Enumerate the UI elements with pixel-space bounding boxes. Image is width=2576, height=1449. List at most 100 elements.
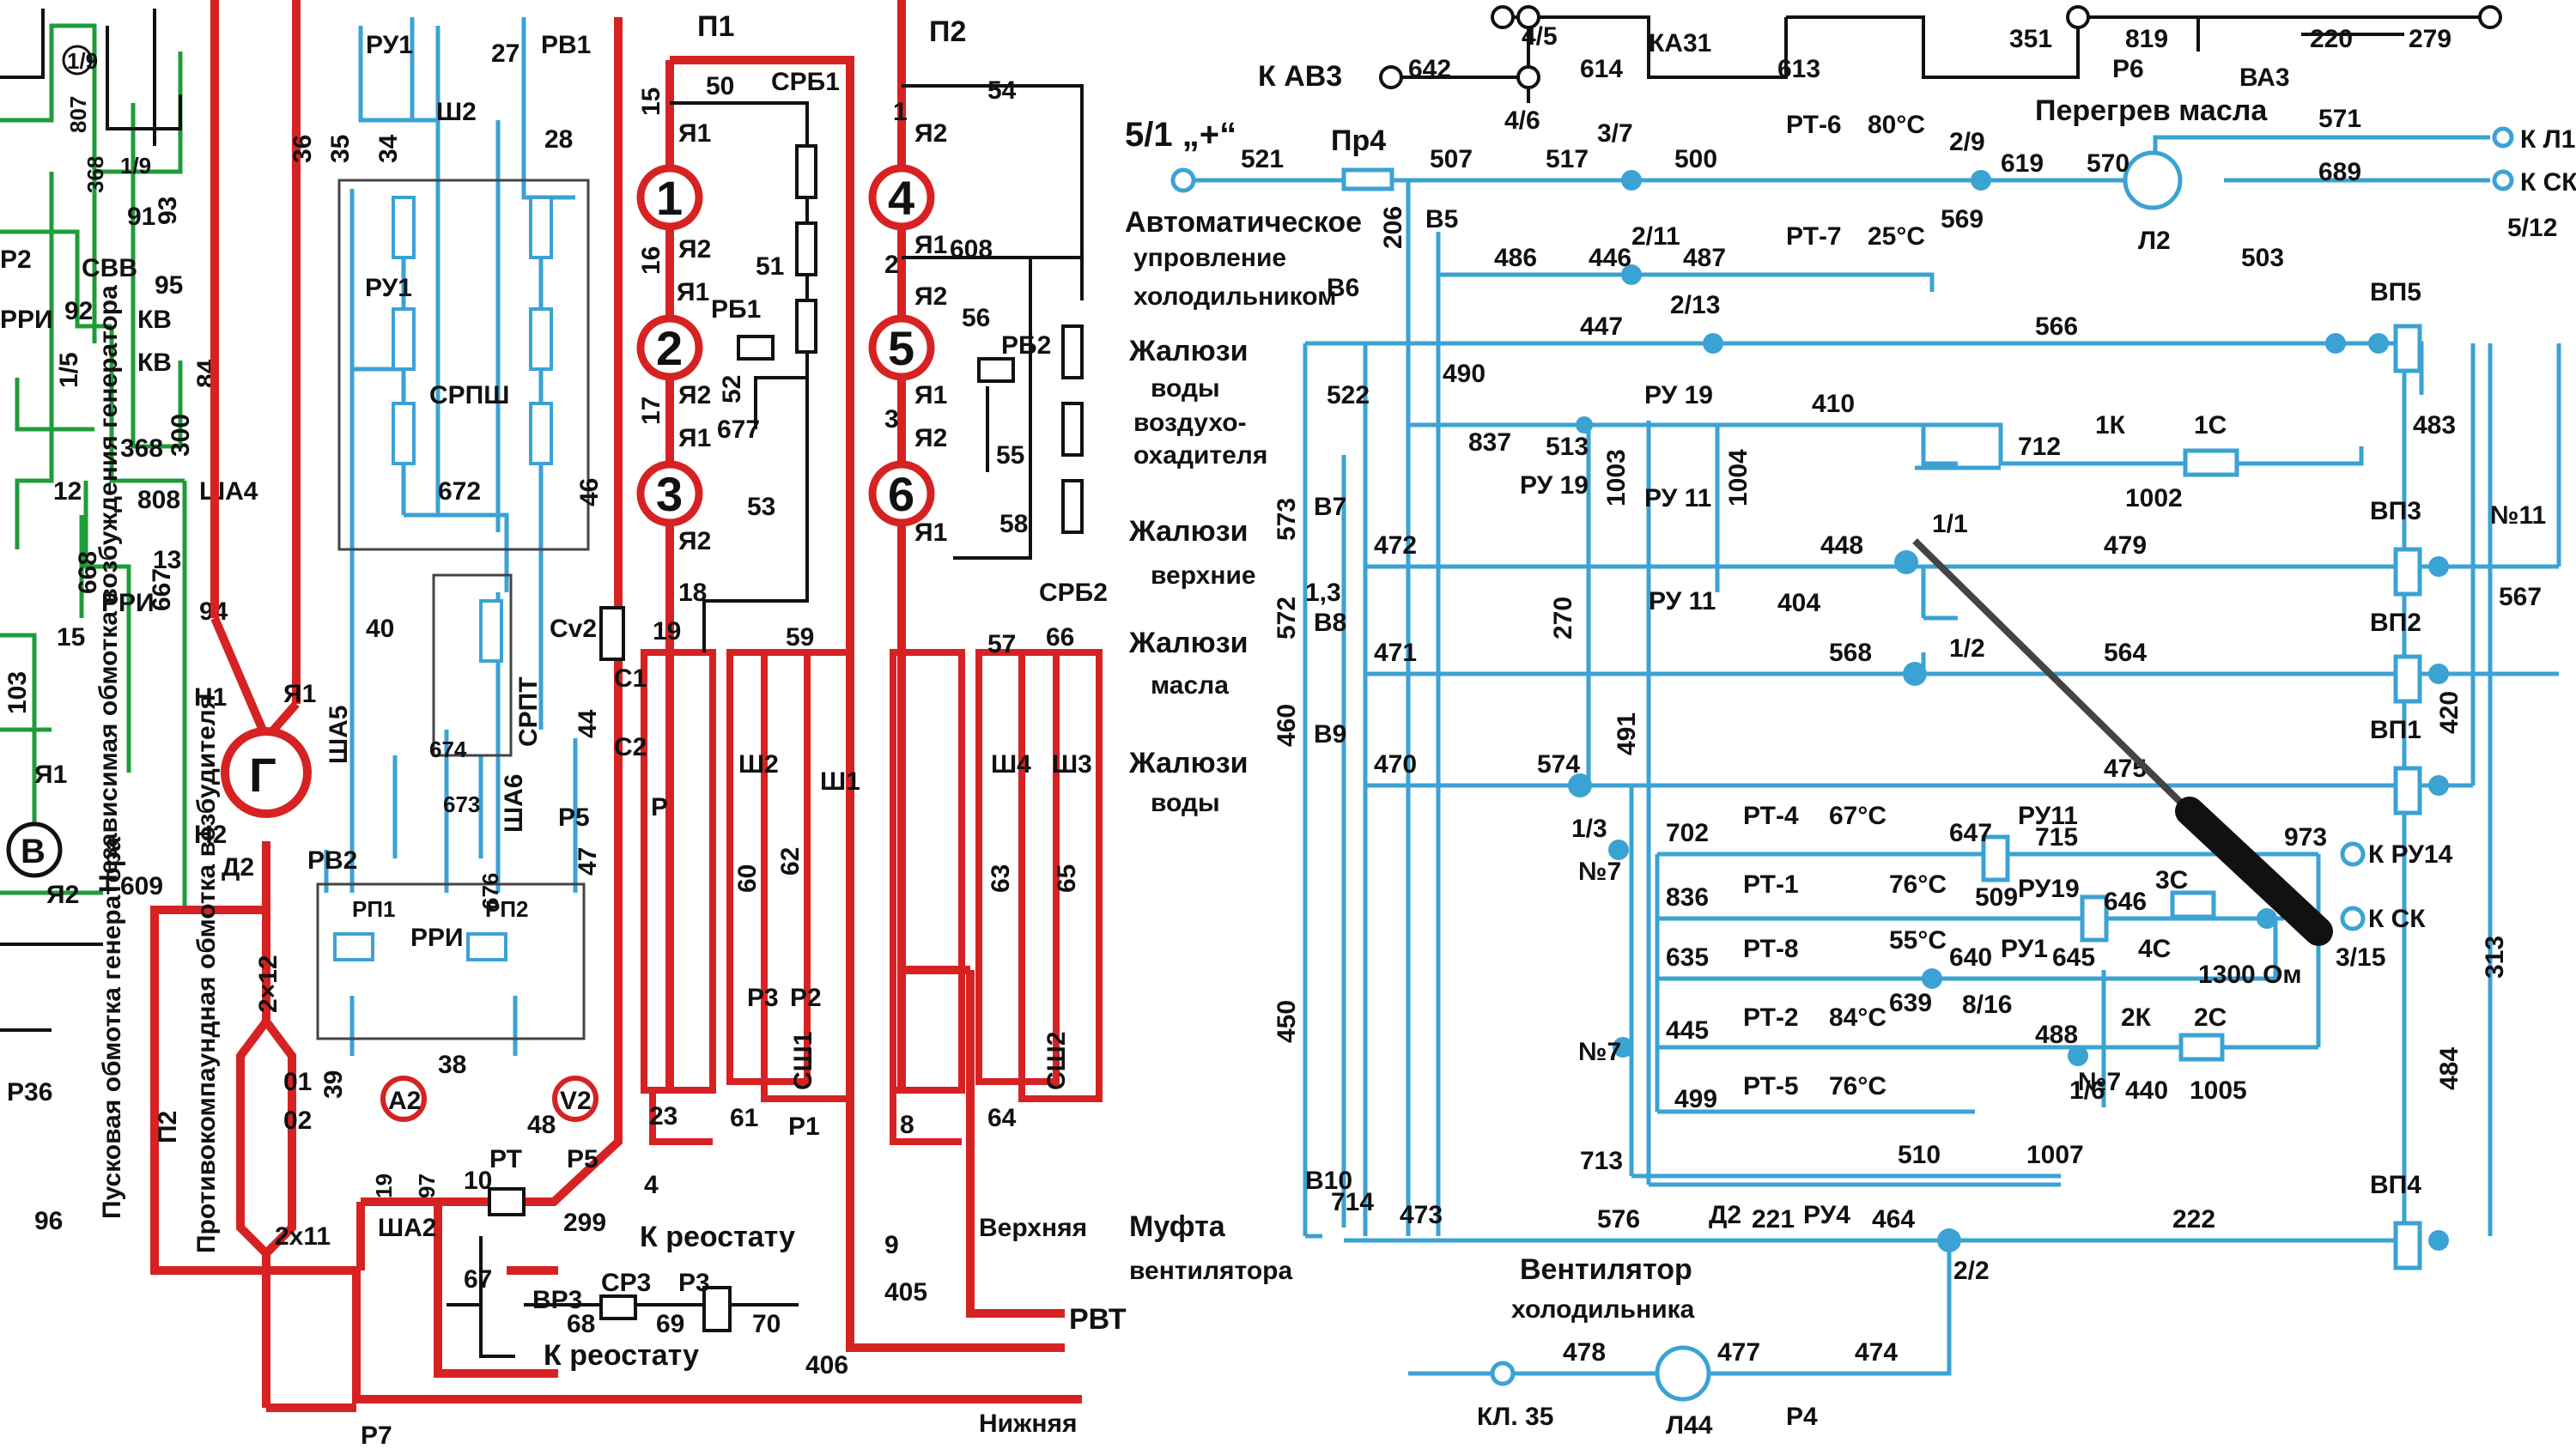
label-lw1: Жалюзи — [1128, 335, 1249, 367]
wire-59: 59 — [786, 623, 814, 652]
wire-40: 40 — [366, 615, 394, 643]
wn-420: 420 — [2435, 691, 2464, 734]
wire-668: 667 — [148, 568, 176, 611]
green-labels: В 1/9 СВВ Р2 КВ КВ ША4 РРИ РРИ Н1 Н2 Р36… — [0, 45, 258, 1235]
motors: 1 2 3 4 5 6 Г A2 V2 — [221, 164, 935, 1122]
shunt-ssh1: СШ1 — [789, 1032, 817, 1091]
wn-450: 450 — [1273, 1000, 1301, 1043]
wn-510: 510 — [1898, 1141, 1941, 1169]
wn-646: 646 — [2104, 888, 2147, 916]
motor-3 — [636, 460, 703, 527]
wn-3-7: 3/7 — [1597, 119, 1633, 148]
wire-98: 97 — [414, 1173, 440, 1198]
wire-279: 279 — [2409, 25, 2451, 53]
label-ru4: РУ4 — [1803, 1201, 1850, 1229]
label-k-sk: К СК — [2520, 168, 2576, 197]
wn-483: 483 — [2413, 411, 2456, 440]
wn-2-9: 2/9 — [1949, 128, 1985, 156]
ya1-m1: Я1 — [678, 119, 711, 148]
motor-5-label: 5 — [888, 321, 914, 375]
wire-220: 220 — [2310, 25, 2353, 53]
wire-38: 38 — [438, 1051, 466, 1079]
motor-2 — [636, 314, 703, 381]
label-vr3: ВР3 — [532, 1286, 582, 1314]
label-3c: 3С — [2155, 866, 2188, 894]
ya1-m3: Я1 — [678, 424, 711, 452]
wire-16: 16 — [637, 246, 665, 275]
wn-488: 488 — [2035, 1021, 2078, 1049]
wn-404: 404 — [1777, 589, 1820, 617]
label-ru11-relay: РУ11 — [2018, 802, 2078, 830]
wire-406: 406 — [805, 1351, 848, 1379]
label-r7: Р7 — [361, 1422, 392, 1449]
wn-1002: 1002 — [2125, 484, 2183, 512]
rt5-temp: 76°С — [1829, 1072, 1886, 1100]
label-srpsh: СРПШ — [429, 381, 509, 409]
label-rvt: РВТ — [1069, 1303, 1127, 1336]
wn-486: 486 — [1494, 244, 1537, 272]
wn-635: 635 — [1666, 943, 1709, 972]
label-rv1: РВ1 — [541, 31, 591, 59]
wire-36: 36 — [289, 135, 317, 163]
label-p2-coil: П2 — [154, 1111, 182, 1143]
wn-1-3: 1,3 — [1305, 579, 1341, 607]
wire-27: 27 — [491, 39, 519, 68]
wn-445: 445 — [1666, 1016, 1709, 1045]
wn-448: 448 — [1820, 531, 1863, 560]
vp4: ВП4 — [2370, 1171, 2421, 1199]
wire-r3: 3 — [884, 405, 899, 433]
wn-573: 573 — [1273, 498, 1301, 541]
shunt-sh4: Ш4 — [991, 750, 1031, 779]
wire-677: 676 — [477, 873, 503, 910]
left-wire-numbers: 50 51 52 53 54 55 56 57 58 59 60 61 62 6… — [283, 39, 1081, 1379]
wire-608: 677 — [717, 415, 760, 444]
wn-1003: 1003 — [1602, 449, 1631, 506]
label-1c: 1С — [2194, 411, 2227, 440]
wn-566: 566 — [2035, 312, 2078, 341]
wn-206: 206 — [1379, 206, 1407, 249]
left-labels: П1 П2 СРБ1 СРБ2 РБ1 РБ2 РУ1 РУ1 РВ1 Ш2 С… — [98, 10, 1127, 1449]
wire-17: 17 — [637, 397, 665, 425]
wire-674: 674 — [429, 737, 467, 762]
wire-48: 48 — [527, 1111, 556, 1139]
label-ru19b: РУ 19 — [1520, 471, 1589, 500]
wire-44: 44 — [574, 709, 602, 738]
wire-67: 67 — [464, 1265, 492, 1294]
wire-614: 614 — [1580, 55, 1623, 83]
label-upper: Верхняя — [979, 1214, 1087, 1242]
wire-51: 51 — [756, 252, 784, 281]
ya1-m4: Я1 — [914, 231, 947, 259]
label-l2: Л2 — [2138, 227, 2171, 255]
wn-619: 619 — [2001, 149, 2044, 178]
label-d2: Д2 — [222, 853, 254, 882]
label-rt: РТ — [489, 1145, 522, 1173]
label-lower: Нижняя — [979, 1410, 1078, 1438]
label-2c: 2С — [2194, 1003, 2227, 1032]
label-p1: П1 — [697, 10, 734, 43]
wire-91: 103 — [3, 671, 32, 714]
wn-479: 479 — [2104, 531, 2147, 560]
wire-55: 55 — [996, 441, 1024, 470]
label-fan2: вентилятора — [1129, 1257, 1292, 1285]
wn-440: 440 — [2125, 1076, 2168, 1105]
wn-2-11: 2/11 — [1631, 222, 1680, 251]
wn-2-13: 2/13 — [1670, 291, 1720, 319]
switch-v7: В7 — [1314, 493, 1346, 521]
wn-471: 471 — [1374, 639, 1417, 667]
label-ru1-b: РУ1 — [365, 274, 412, 302]
wn-490: 490 — [1443, 360, 1485, 388]
right-labels: 5/1 „+“ Пр4 Автоматическое упровление хо… — [1125, 94, 2576, 1440]
label-2x11: 2x11 — [275, 1222, 331, 1251]
label-ru1: РУ1 — [366, 31, 413, 59]
switch-v10: В10 — [1305, 1167, 1352, 1195]
label-ru19: РУ 19 — [1644, 381, 1713, 409]
wire-63: 63 — [987, 864, 1015, 893]
label-no11: №11 — [2490, 501, 2546, 530]
wire-351: 351 — [2009, 25, 2052, 53]
shunt-sh2: Ш2 — [738, 750, 779, 779]
label-n2: Н2 — [194, 821, 227, 849]
wire-299: 299 — [563, 1209, 606, 1237]
wire-670: 668 — [74, 551, 102, 594]
label-auto3: холодильником — [1133, 282, 1336, 311]
vp1: ВП1 — [2370, 716, 2421, 744]
